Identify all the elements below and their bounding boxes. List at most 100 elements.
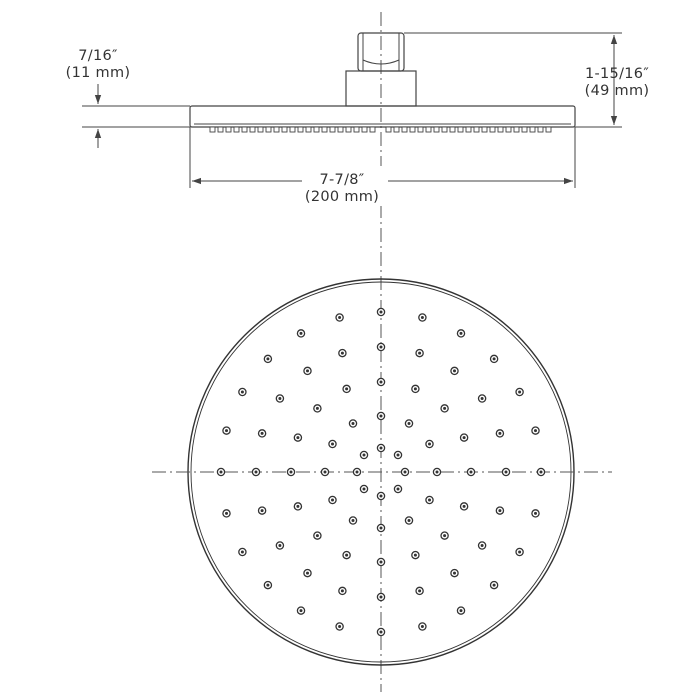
nozzle-core [443,534,447,538]
nozzle-core [428,442,431,446]
nozzle-core [420,625,424,628]
nozzle-core [379,446,383,450]
nozzle-core [418,589,422,593]
nozzle-core [355,470,359,474]
nozzle-core [418,351,422,355]
nozzle-bump [449,126,456,133]
nozzle-core [278,544,282,547]
nozzle-core [345,553,349,557]
nozzle-core [498,509,502,513]
nozzle-bump [241,126,248,133]
nozzle-core [379,345,383,349]
spray-nozzles [216,307,546,637]
side-view: 1-15/16″ (49 mm) 7/16″ (11 mm) 7-7/8″ (2… [66,12,650,692]
nozzle-bump [489,126,496,133]
nozzle-core [315,534,319,538]
nozzle-bump [273,126,280,133]
nozzle-core [379,526,383,530]
thickness-metric: (11 mm) [66,65,131,81]
nozzle-core [492,357,496,361]
nozzle-bump [433,126,440,133]
nozzle-bump [289,126,296,133]
nozzle-core [459,609,463,613]
nozzle-core [443,406,447,410]
nozzle-bump [281,126,288,133]
nozzle-bump [209,126,216,133]
diameter-imperial: 7-7/8″ [319,172,364,188]
nozzle-bump [513,126,520,133]
nozzle-core [413,553,417,557]
nozzle-core [480,397,484,400]
nozzle-bump [417,126,424,133]
nozzle-bump [457,126,464,133]
nozzle-bump [481,126,488,133]
nozzle-bump [545,126,552,133]
nozzle-core [379,494,383,498]
nozzle-core [240,550,244,554]
nozzle-core [278,397,282,400]
nozzle-core [225,429,228,433]
nozzle-core [315,406,319,410]
nozzle-bump [497,126,504,133]
nozzle-core [462,436,466,440]
nozzle-bump [225,126,232,133]
nozzle-bump [329,126,336,133]
nozzle-bump [297,126,304,133]
nozzle-core [306,571,309,575]
nozzle-bump [345,126,352,133]
nozzle-bump [337,126,344,133]
nozzle-bump [369,126,376,133]
nozzle-bump [353,126,360,133]
nozzle-bump [265,126,272,133]
nozzle-bump [529,126,536,133]
face-view [152,278,612,666]
nozzle-bump [425,126,432,133]
nozzle-bump [537,126,544,133]
nozzle-core [498,431,502,435]
nozzle-core [266,583,270,587]
nozzle-bump [305,126,312,133]
nozzle-core [413,387,417,391]
nozzle-bump [465,126,472,133]
nozzle-core [396,487,400,491]
nozzle-core [296,436,300,440]
nozzle-bump [401,126,408,133]
nozzle-core [338,625,342,628]
nozzle-core [296,504,300,508]
nozzle-core [534,429,537,433]
nozzle-core [379,414,383,418]
nozzle-core [379,380,383,384]
nozzle-core [379,595,383,599]
nozzle-core [504,470,508,474]
height-metric: (49 mm) [585,83,650,99]
nozzle-core [254,470,258,474]
nozzle-core [331,498,334,502]
nozzle-core [340,351,344,355]
nozzle-core [351,519,355,522]
nozzle-core [362,453,366,457]
nozzle-bump [505,126,512,133]
nozzle-core [351,422,355,425]
nozzle-core [266,357,270,361]
nozzle-core [340,589,344,593]
nozzle-core [407,422,411,425]
nozzle-core [240,390,244,394]
nozzle-bump [321,126,328,133]
nozzle-core [331,442,334,446]
nozzle-core [518,390,522,394]
nozzle-bump [361,126,368,133]
nozzle-bump [521,126,528,133]
nozzle-core [379,560,383,564]
nozzle-core [407,519,411,522]
nozzle-core [435,470,439,474]
nozzle-core [462,504,466,508]
nozzle-core [323,470,327,474]
nozzle-core [225,511,228,515]
nozzle-bumps [209,126,552,133]
nozzle-core [260,509,264,513]
diameter-metric: (200 mm) [305,189,379,205]
nozzle-core [396,453,400,457]
nozzle-core [539,470,543,474]
thickness-imperial: 7/16″ [78,48,118,64]
